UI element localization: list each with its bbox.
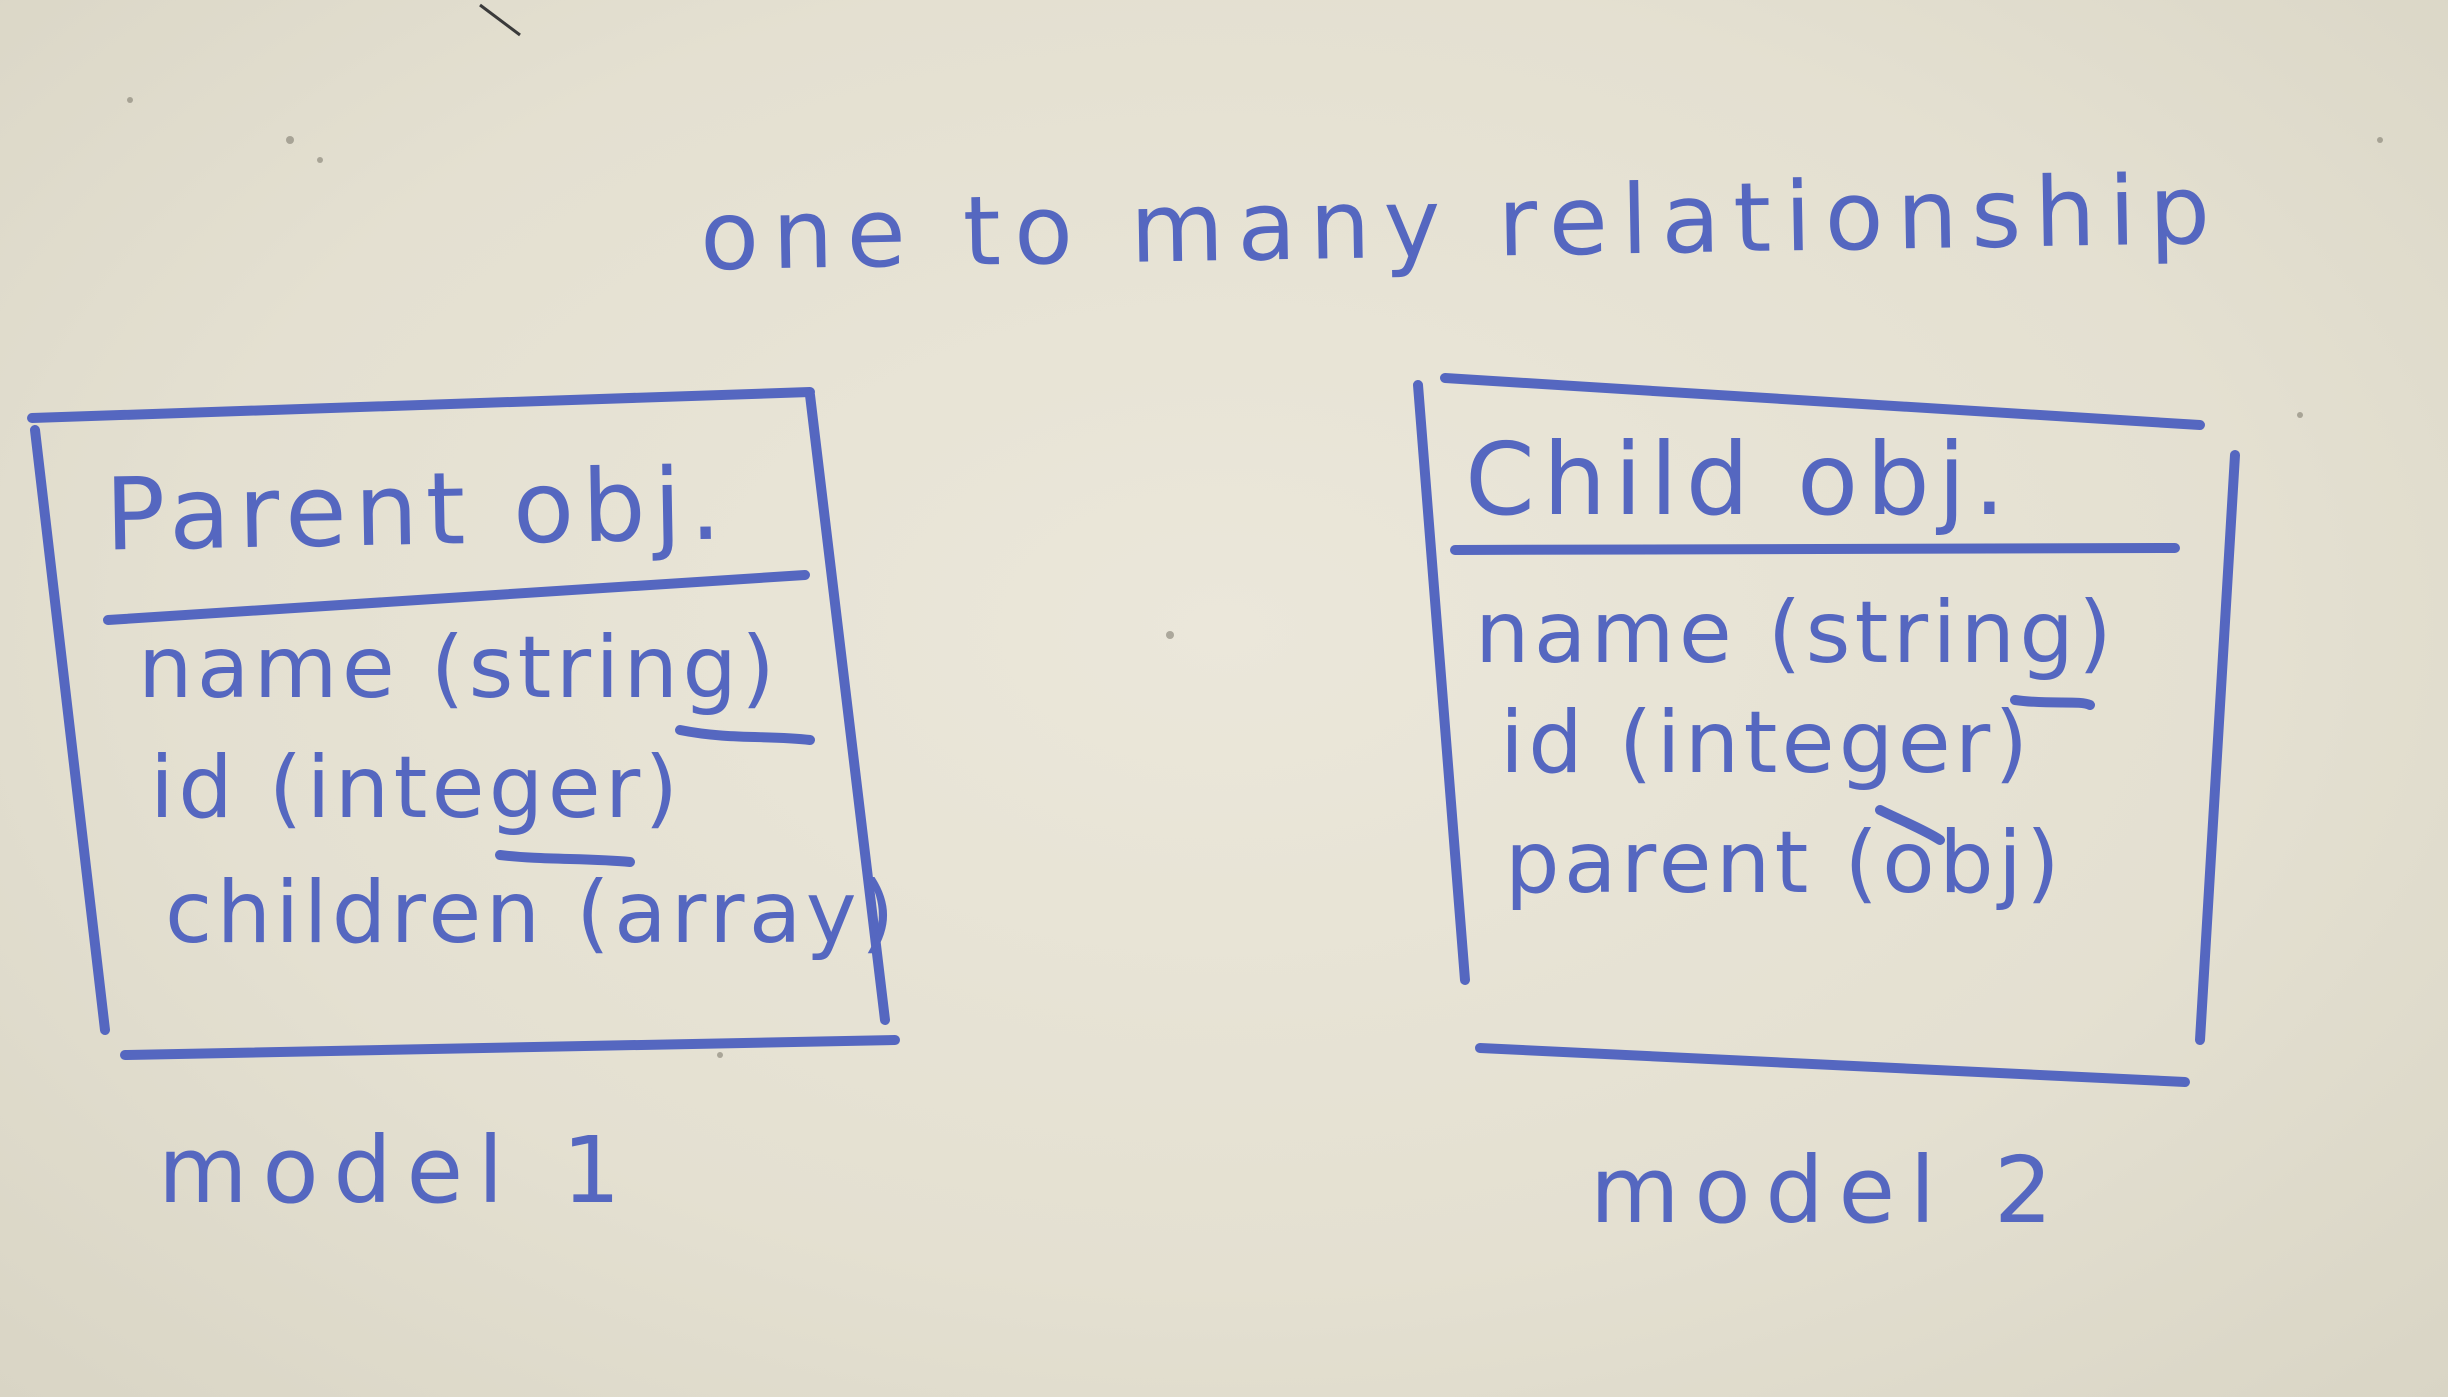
model-1-label: model 1 bbox=[158, 1117, 636, 1224]
parent-object-header: Parent obj. bbox=[104, 445, 731, 574]
child-object-header: Child obj. bbox=[1465, 421, 2014, 538]
parent-field-children: children (array) bbox=[165, 863, 899, 963]
child-field-id: id (integer) bbox=[1500, 693, 2033, 793]
child-field-name: name (string) bbox=[1475, 583, 2117, 683]
board-smudges bbox=[127, 3, 2383, 1058]
model-2-label: model 2 bbox=[1590, 1137, 2068, 1244]
parent-header-divider bbox=[103, 570, 810, 625]
parent-integer-underline bbox=[495, 850, 635, 867]
parent-box bbox=[27, 387, 900, 1060]
child-integer-underline bbox=[1875, 805, 1945, 845]
child-box bbox=[1413, 373, 2240, 1087]
parent-field-name: name (string) bbox=[138, 618, 780, 718]
parent-string-underline bbox=[675, 725, 815, 745]
child-string-underline bbox=[2010, 695, 2095, 710]
diagram-title: one to many relationship bbox=[699, 153, 2225, 293]
child-header-divider bbox=[1450, 543, 2180, 555]
parent-field-id: id (integer) bbox=[150, 738, 683, 838]
child-field-parent: parent (obj) bbox=[1505, 813, 2065, 913]
